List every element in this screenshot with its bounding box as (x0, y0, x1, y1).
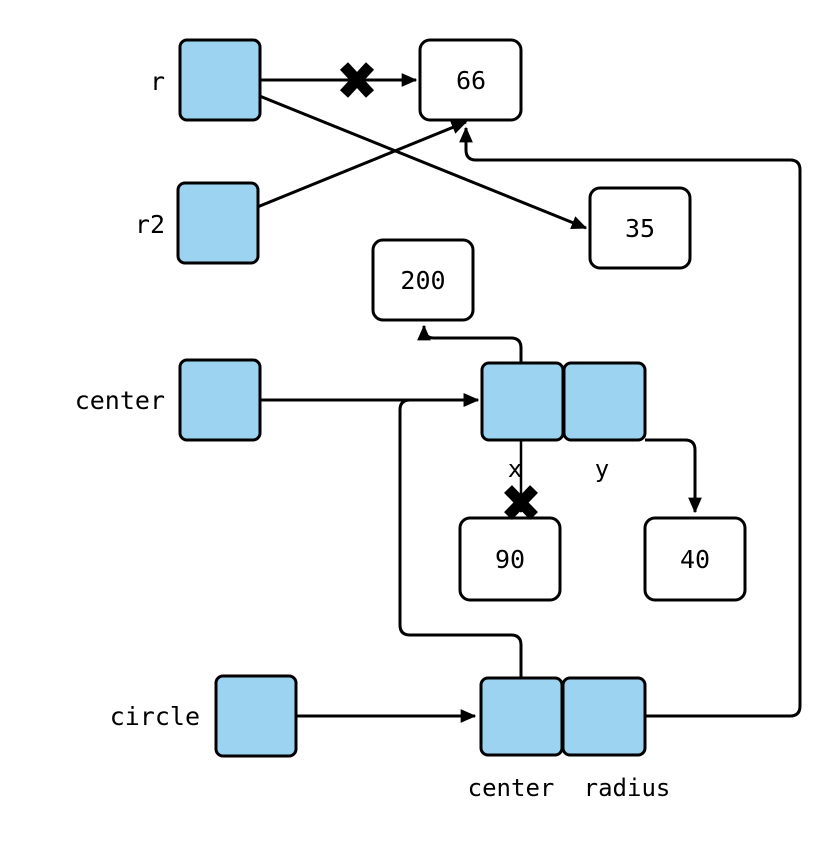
value-66-text: 66 (456, 66, 486, 95)
value-35[interactable]: 35 (588, 186, 692, 270)
value-200-box[interactable] (371, 238, 475, 322)
value-40[interactable]: 40 (643, 516, 747, 602)
variable-circle[interactable]: circle (110, 674, 298, 758)
cross-out-r-to-66-icon (339, 62, 375, 98)
variable-center[interactable]: center (75, 358, 262, 442)
edge-r-to-35 (219, 78, 588, 230)
value-35-box[interactable] (588, 186, 692, 270)
point-object[interactable]: x y (480, 361, 647, 483)
variable-r2[interactable]: r2 (135, 181, 260, 265)
circle-object-field-radius[interactable] (561, 676, 647, 757)
variable-r-label: r (150, 67, 165, 96)
value-66[interactable]: 66 (418, 38, 523, 122)
point-object-field-x[interactable] (480, 361, 565, 442)
point-object-field-y-label: y (595, 455, 609, 483)
edge-x-to-200 (417, 324, 523, 440)
circle-object[interactable]: center radius (468, 676, 671, 802)
value-40-text: 40 (680, 545, 710, 574)
point-object-field-y[interactable] (562, 361, 647, 442)
value-200[interactable]: 200 (371, 238, 475, 322)
variable-center-box[interactable] (178, 358, 262, 442)
circle-object-field-center-label: center (468, 774, 555, 802)
value-90-text: 90 (495, 545, 525, 574)
variable-circle-label: circle (110, 702, 200, 731)
edge-y-to-40 (645, 438, 702, 514)
cross-out-x-to-90-icon (504, 485, 538, 520)
point-object-field-x-label: x (508, 455, 522, 483)
variable-center-label: center (75, 386, 165, 415)
variable-circle-box[interactable] (214, 674, 298, 758)
value-90-box[interactable] (458, 516, 562, 602)
value-200-text: 200 (400, 266, 445, 295)
value-40-box[interactable] (643, 516, 747, 602)
variable-r2-box[interactable] (176, 181, 260, 265)
value-66-box[interactable] (418, 38, 523, 122)
edge-radius-to-66 (459, 126, 802, 718)
value-90[interactable]: 90 (458, 516, 562, 602)
variable-r[interactable]: r (150, 38, 262, 122)
value-35-text: 35 (625, 214, 655, 243)
variable-r2-label: r2 (135, 210, 165, 239)
edge-circlecenter-to-point (398, 393, 523, 678)
variable-r-box[interactable] (178, 38, 262, 122)
circle-object-field-center[interactable] (479, 676, 564, 757)
circle-object-field-radius-label: radius (584, 774, 671, 802)
